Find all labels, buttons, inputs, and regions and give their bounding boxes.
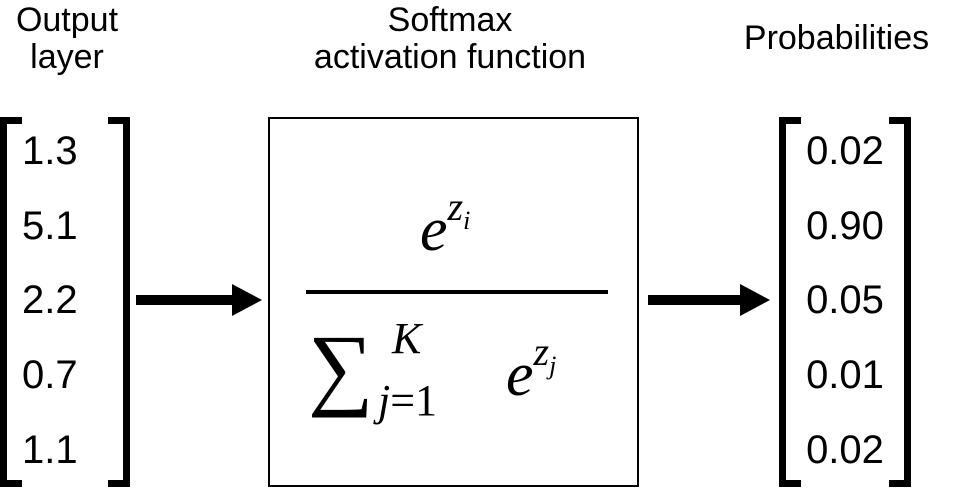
output-layer-value: 1.3 [22, 129, 78, 173]
softmax-function-box: ezi ∑ K j=1 ezj [268, 117, 639, 487]
probabilities-vector: 0.02 0.90 0.05 0.01 0.02 [793, 110, 897, 490]
softmax-heading-line-1: Softmax [387, 1, 513, 39]
fraction-bar [306, 290, 608, 294]
probability-value: 0.02 [806, 428, 884, 472]
output-layer-value: 0.7 [22, 353, 78, 397]
right-vector-close-bracket [889, 117, 911, 487]
denominator-base: e [506, 341, 534, 409]
right-arrow-icon [648, 284, 770, 316]
output-layer-value: 2.2 [22, 278, 78, 322]
left-vector-close-bracket [108, 117, 130, 487]
right-arrow-icon [136, 284, 262, 316]
sum-lower-variable: j [378, 376, 391, 425]
left-vector-open-bracket [0, 117, 22, 487]
right-vector-open-bracket [779, 117, 801, 487]
output-layer-value: 5.1 [22, 204, 78, 248]
output-layer-value: 1.1 [22, 428, 78, 472]
sum-upper-limit: K [392, 314, 422, 363]
probability-value: 0.01 [806, 353, 884, 397]
output-layer-heading-line-2: layer [30, 38, 104, 76]
formula-denominator-term: ezj [506, 329, 557, 418]
summation-icon: ∑ [308, 316, 374, 418]
probability-value: 0.90 [806, 204, 884, 248]
denominator-exponent: z [533, 329, 550, 374]
softmax-heading: Softmax activation function [270, 2, 630, 76]
softmax-heading-line-2: activation function [313, 38, 587, 76]
denominator-exponent-subscript: j [549, 351, 557, 380]
probabilities-heading: Probabilities [743, 19, 930, 57]
numerator-base: e [420, 196, 448, 264]
probability-value: 0.05 [806, 278, 884, 322]
output-layer-heading: Output layer [0, 2, 134, 76]
sum-lower-limit: j=1 [378, 379, 437, 423]
output-layer-vector: 1.3 5.1 2.2 0.7 1.1 [22, 110, 118, 490]
numerator-exponent: z [447, 184, 464, 229]
output-layer-heading-line-1: Output [15, 1, 119, 39]
numerator-exponent-subscript: i [463, 206, 471, 235]
probability-value: 0.02 [806, 129, 884, 173]
formula-numerator: ezi [420, 184, 471, 273]
sum-lower-start: =1 [390, 376, 438, 425]
